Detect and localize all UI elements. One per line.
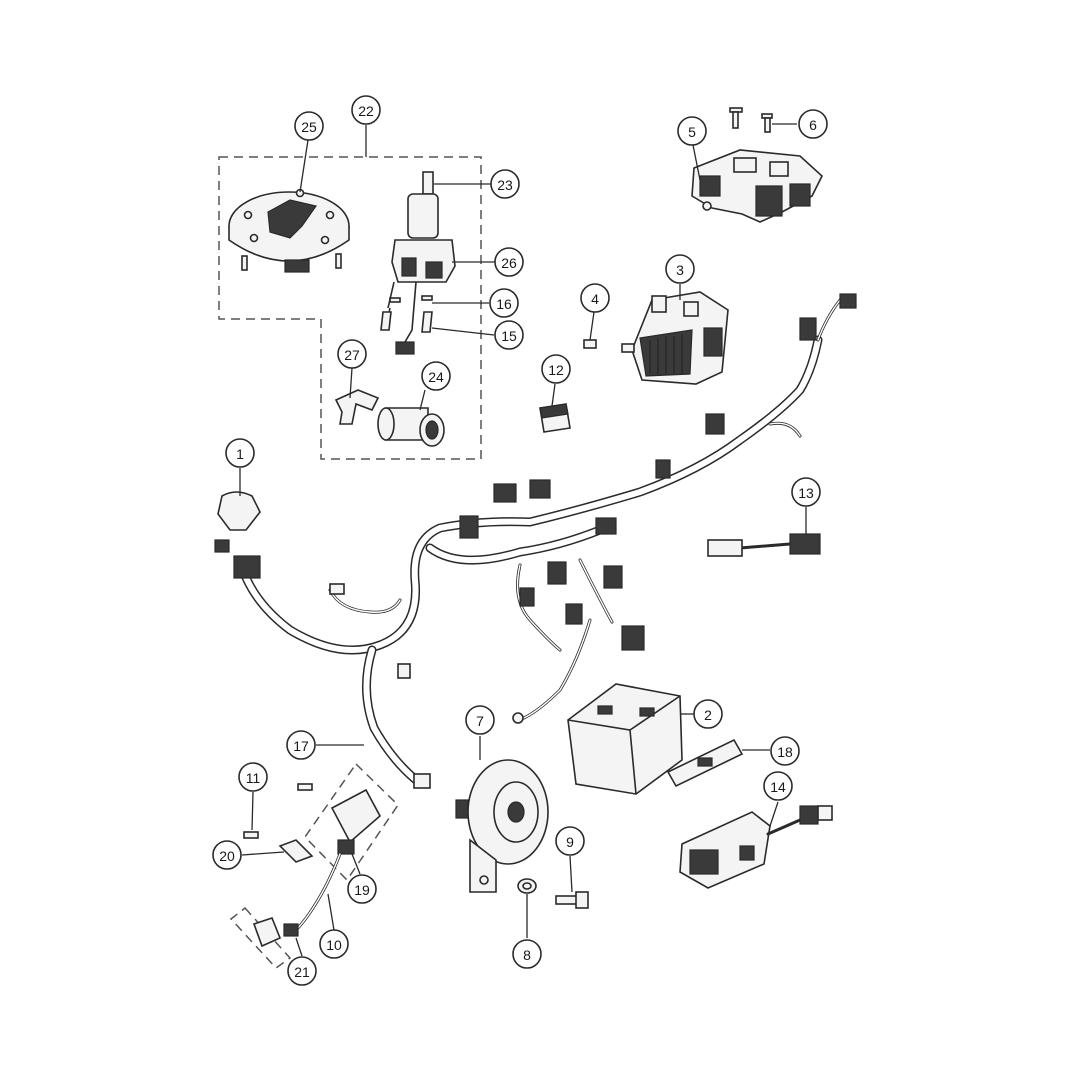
callout-19: 19 — [347, 874, 377, 904]
svg-text:1: 1 — [236, 446, 244, 462]
callout-21: 21 — [287, 956, 317, 986]
callout-16: 16 — [489, 288, 519, 318]
svg-text:13: 13 — [798, 485, 814, 501]
callout-1: 1 — [225, 438, 255, 468]
svg-text:21: 21 — [294, 964, 310, 980]
callout-23: 23 — [490, 169, 520, 199]
horn-bolt-part — [555, 891, 589, 909]
svg-text:11: 11 — [246, 770, 261, 786]
battery-part — [567, 683, 683, 795]
callout-14: 14 — [763, 771, 793, 801]
callout-26: 26 — [494, 247, 524, 277]
fuel-cap-part — [228, 188, 350, 273]
callout-27: 27 — [337, 339, 367, 369]
callout-25: 25 — [294, 111, 324, 141]
power-socket-part — [377, 407, 445, 447]
svg-text:26: 26 — [501, 255, 517, 271]
callout-2: 2 — [693, 699, 723, 729]
callout-5: 5 — [677, 116, 707, 146]
svg-text:14: 14 — [770, 779, 786, 795]
callout-8: 8 — [512, 939, 542, 969]
svg-text:2: 2 — [704, 707, 712, 723]
callout-24: 24 — [421, 361, 451, 391]
svg-text:5: 5 — [688, 124, 696, 140]
main-wiring-harness — [233, 293, 857, 789]
washer-part — [517, 878, 537, 894]
svg-text:7: 7 — [476, 713, 484, 729]
callout-4: 4 — [580, 283, 610, 313]
callout-17: 17 — [286, 730, 316, 760]
callout-11: 11 — [238, 762, 268, 792]
svg-text:19: 19 — [354, 882, 370, 898]
svg-text:18: 18 — [777, 744, 793, 760]
battery-strap-part — [666, 738, 744, 788]
svg-text:17: 17 — [293, 738, 309, 754]
ignition-coil-part — [243, 783, 382, 948]
svg-text:23: 23 — [497, 177, 513, 193]
svg-text:22: 22 — [358, 103, 374, 119]
svg-text:3: 3 — [676, 262, 684, 278]
callout-22: 22 — [351, 95, 381, 125]
control-module-part — [679, 805, 833, 889]
callout-18: 18 — [770, 736, 800, 766]
svg-text:9: 9 — [566, 834, 574, 850]
callout-3: 3 — [665, 254, 695, 284]
sensor-lead-part — [707, 533, 821, 557]
callout-7: 7 — [465, 705, 495, 735]
relay-part — [539, 403, 571, 433]
connector-bracket-part — [691, 149, 823, 223]
callout-6: 6 — [798, 109, 828, 139]
bolts-6-part — [729, 107, 773, 133]
svg-text:15: 15 — [501, 328, 517, 344]
kit-22-outline — [218, 156, 482, 460]
callout-10: 10 — [319, 929, 349, 959]
ignition-switch-part — [380, 171, 456, 355]
callout-13: 13 — [791, 477, 821, 507]
callout-9: 9 — [555, 826, 585, 856]
callout-12: 12 — [541, 354, 571, 384]
bracket-27-part — [334, 389, 380, 425]
svg-text:10: 10 — [326, 937, 342, 953]
callout-20: 20 — [212, 840, 242, 870]
leader-lines — [239, 123, 807, 957]
svg-text:25: 25 — [301, 119, 317, 135]
callout-15: 15 — [494, 320, 524, 350]
lock-connector-part — [214, 491, 261, 553]
svg-text:16: 16 — [496, 296, 512, 312]
svg-text:20: 20 — [219, 848, 235, 864]
horn-part — [455, 759, 549, 893]
svg-text:27: 27 — [344, 347, 360, 363]
svg-text:24: 24 — [428, 369, 444, 385]
svg-text:4: 4 — [591, 291, 599, 307]
svg-text:12: 12 — [548, 362, 564, 378]
svg-text:6: 6 — [809, 117, 817, 133]
svg-text:8: 8 — [523, 947, 531, 963]
bolts-4-part — [583, 339, 635, 353]
kit-21-outline — [229, 906, 292, 969]
regulator-unit-part — [631, 291, 729, 385]
